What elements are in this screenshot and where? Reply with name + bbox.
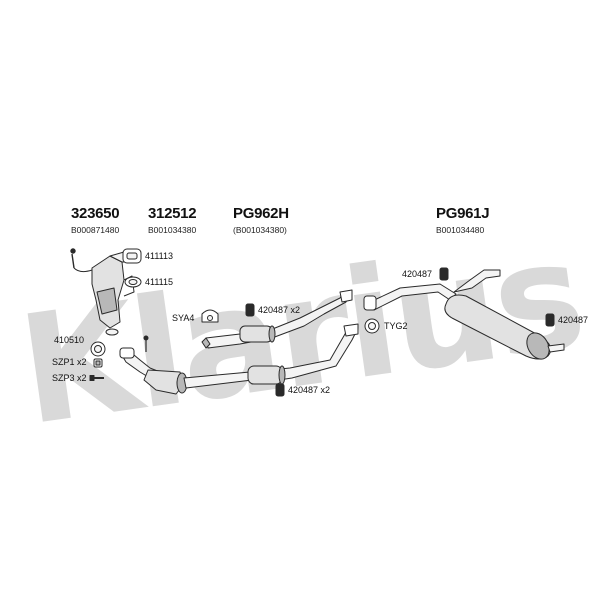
part-code-312512: 312512 [148,205,197,222]
part-code-PG962H: PG962H [233,205,289,222]
part-ref-PG961J: B001034480 [436,225,485,235]
intermediate-pipe-PG962H[interactable] [201,289,353,349]
part-ref-PG962H: (B001034380) [233,225,287,235]
fitting-label-TYG2: TYG2 [384,321,408,331]
fitting-label-420487-rear-right: 420487 [558,315,589,325]
fitting-label-420487-lower: 420487 x2 [288,385,331,395]
fitting-label-410510: 410510 [54,335,85,345]
clamp-icon-420487-rear-left[interactable] [439,267,449,281]
part-ref-323650: B000871480 [71,225,120,235]
ring-icon-TYG2[interactable] [364,318,380,334]
rubber-mount-icon-SYA4[interactable] [201,309,219,323]
stud-icon-SZP3[interactable] [89,375,104,381]
gasket-icon-411113[interactable] [122,248,142,264]
fitting-label-411113: 411113 [145,251,174,261]
fitting-label-SZP1: SZP1 x2 [52,357,87,367]
part-code-323650: 323650 [71,205,120,222]
front-pipe-catalyst-312512[interactable] [119,335,253,395]
fitting-label-420487-front: 420487 x2 [258,305,301,315]
clamp-icon-420487-rear-right[interactable] [545,313,555,327]
gasket-icon-410510[interactable] [90,341,106,357]
gasket-ring-icon-411115[interactable] [124,276,142,288]
part-code-PG961J: PG961J [436,205,490,222]
fitting-label-411115: 411115 [145,277,174,287]
fitting-label-SZP3: SZP3 x2 [52,373,87,383]
rear-silencer-PG961J[interactable] [363,269,565,363]
bolt-icon-SZP1[interactable] [93,358,103,368]
lower-pipe-PG962H[interactable] [247,323,359,385]
fitting-label-420487-rear-left: 420487 [402,269,433,279]
clamp-icon-420487-lower[interactable] [275,383,285,397]
fitting-label-SYA4: SYA4 [172,313,195,323]
clamp-icon-420487-front[interactable] [245,303,255,317]
part-ref-312512: B001034380 [148,225,197,235]
